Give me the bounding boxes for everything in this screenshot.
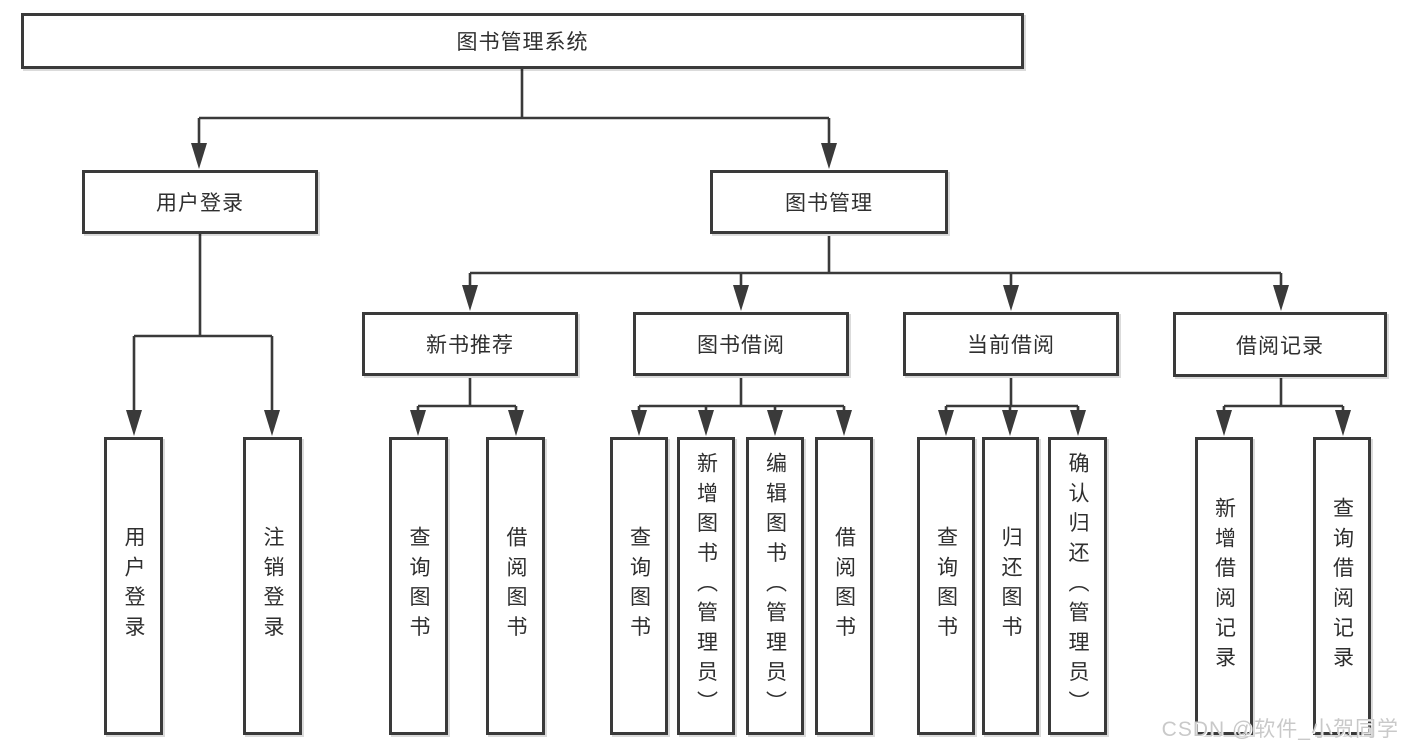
node-leaf-add-book-admin: 新增图书（管理员） xyxy=(677,437,735,735)
node-leaf-edit-book-admin: 编辑图书（管理员） xyxy=(746,437,804,735)
node-leaf-borrow-books-recommend: 借阅图书 xyxy=(486,437,545,735)
node-leaf-logout: 注销登录 xyxy=(243,437,302,735)
node-leaf-user-login: 用户登录 xyxy=(104,437,163,735)
node-leaf-return-book: 归还图书 xyxy=(982,437,1039,735)
node-leaf-query-books-borrow: 查询图书 xyxy=(610,437,668,735)
node-new-book-recommend: 新书推荐 xyxy=(362,312,578,376)
csdn-watermark: CSDN @软件_小贺同学 xyxy=(1161,718,1399,741)
node-leaf-add-borrow-record: 新增借阅记录 xyxy=(1195,437,1253,735)
node-borrow-records: 借阅记录 xyxy=(1173,312,1387,377)
arrowheads xyxy=(126,143,1351,436)
node-current-borrow: 当前借阅 xyxy=(903,312,1119,376)
node-book-borrow: 图书借阅 xyxy=(633,312,849,376)
node-leaf-query-books-recommend: 查询图书 xyxy=(389,437,448,735)
node-leaf-borrow-books: 借阅图书 xyxy=(815,437,873,735)
node-book-management-system: 图书管理系统 xyxy=(21,13,1024,69)
node-leaf-confirm-return-admin: 确认归还（管理员） xyxy=(1048,437,1107,735)
node-book-management: 图书管理 xyxy=(710,170,948,234)
node-leaf-query-books-current: 查询图书 xyxy=(917,437,975,735)
node-user-login: 用户登录 xyxy=(82,170,318,234)
node-leaf-query-borrow-record: 查询借阅记录 xyxy=(1313,437,1371,735)
